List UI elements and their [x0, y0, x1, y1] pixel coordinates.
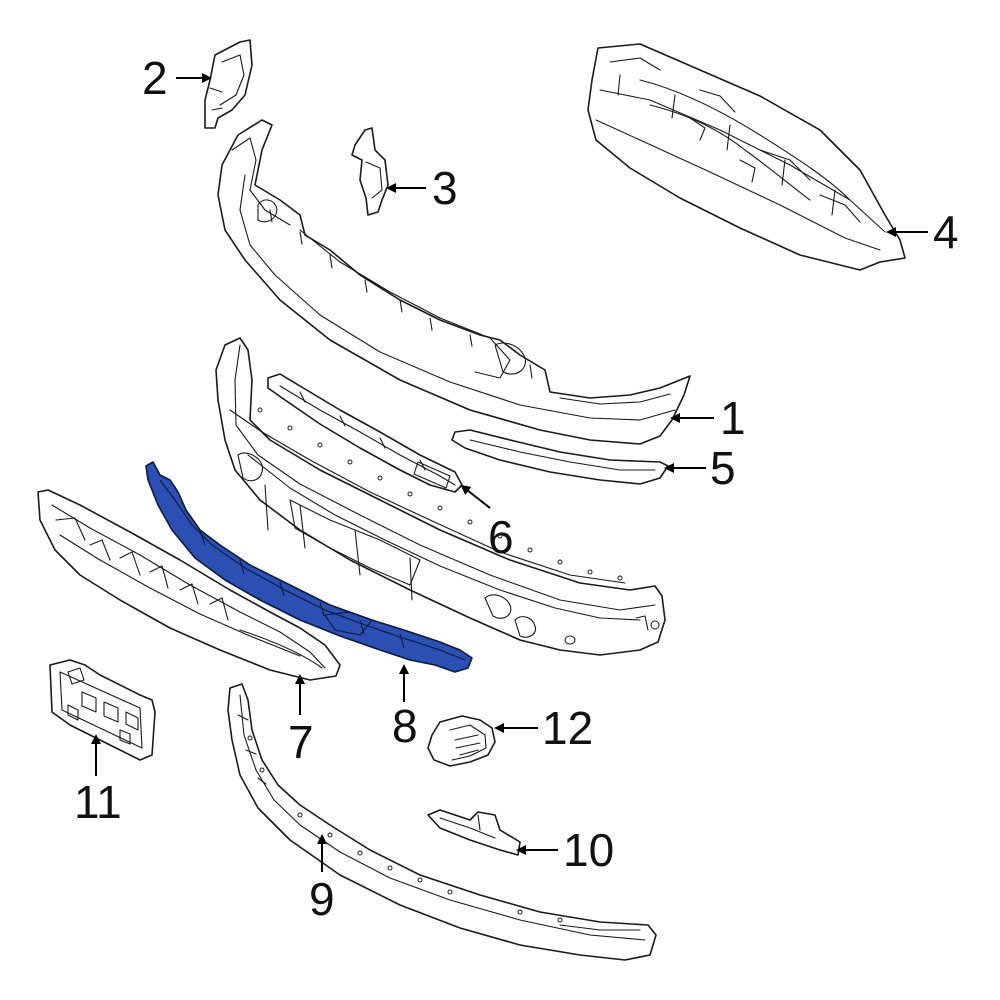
part-4-absorber[interactable] [587, 43, 906, 271]
callout-12: 12 [542, 702, 593, 754]
part-5-trim-strip[interactable] [451, 429, 669, 485]
callout-6: 6 [488, 511, 514, 563]
part-2-bracket[interactable] [204, 39, 253, 129]
callout-5: 5 [710, 442, 736, 494]
part-9-deflector[interactable] [227, 683, 657, 961]
callout-11: 11 [74, 776, 122, 828]
callout-3: 3 [432, 162, 458, 214]
part-10-bracket[interactable] [427, 809, 521, 856]
part-7-lower-grille[interactable] [37, 489, 341, 681]
part-12-clip[interactable] [427, 715, 496, 767]
leader-lines [91, 73, 928, 872]
part-8-lower-valance-highlighted[interactable] [145, 461, 473, 673]
callout-10: 10 [563, 824, 614, 876]
callout-1: 1 [720, 392, 746, 444]
callout-2: 2 [142, 52, 168, 104]
callout-7: 7 [288, 716, 314, 768]
part-6-reinforcement[interactable] [267, 373, 463, 493]
part-3-bracket[interactable] [351, 127, 389, 216]
bumper-beam[interactable] [215, 337, 666, 656]
part-11-license-bracket[interactable] [49, 659, 156, 761]
callout-labels: 2 3 4 1 5 6 7 8 12 10 9 11 [74, 52, 959, 925]
callout-8: 8 [392, 700, 418, 752]
callout-4: 4 [933, 206, 959, 258]
callout-9: 9 [309, 873, 335, 925]
part-1-bumper-cover[interactable] [217, 119, 691, 445]
